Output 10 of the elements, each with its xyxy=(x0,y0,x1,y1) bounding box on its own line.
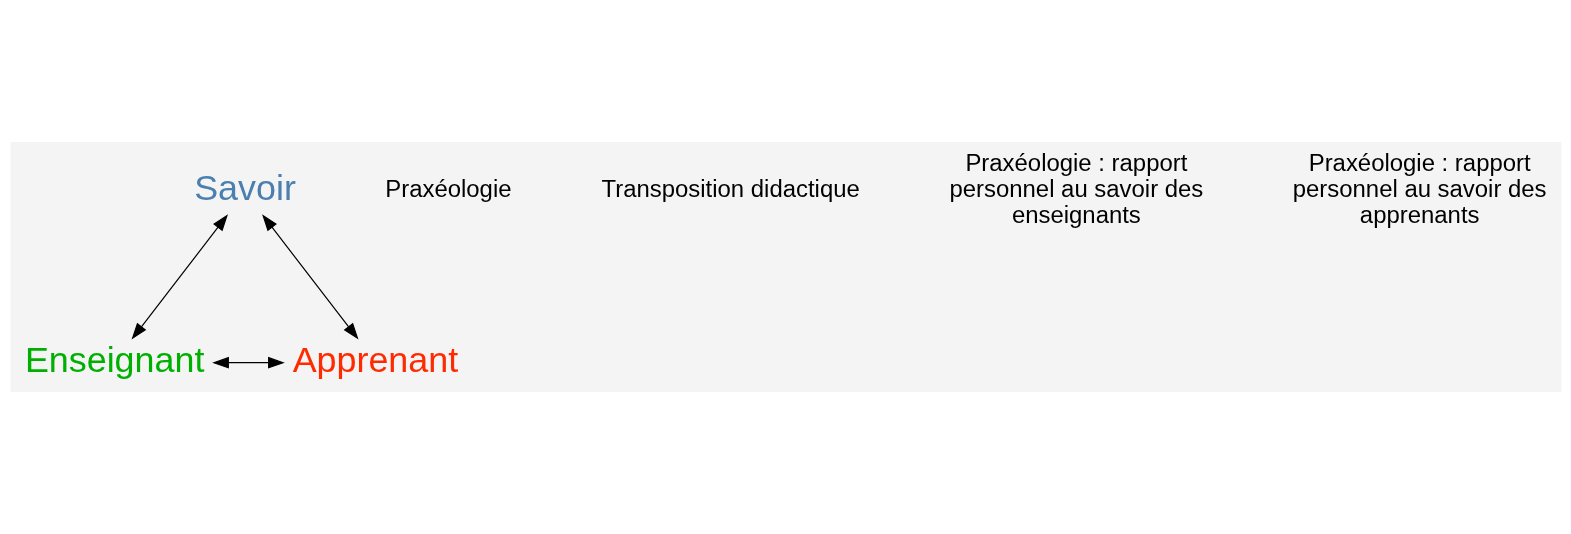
node-text: Apprenant xyxy=(292,339,458,380)
arrow xyxy=(211,356,285,369)
node-text: Enseignant xyxy=(24,339,204,380)
label: Praxéologie xyxy=(384,175,512,203)
arrow xyxy=(131,214,228,340)
label: Praxéologie : rapport personnel au savoir des enseignants xyxy=(948,148,1203,229)
node-text: Savoir xyxy=(193,168,296,209)
arrow xyxy=(261,214,359,340)
label: Praxéologie : rapport personnel au savoir des apprenants xyxy=(1292,148,1547,229)
label: Transposition didactique xyxy=(601,175,860,203)
